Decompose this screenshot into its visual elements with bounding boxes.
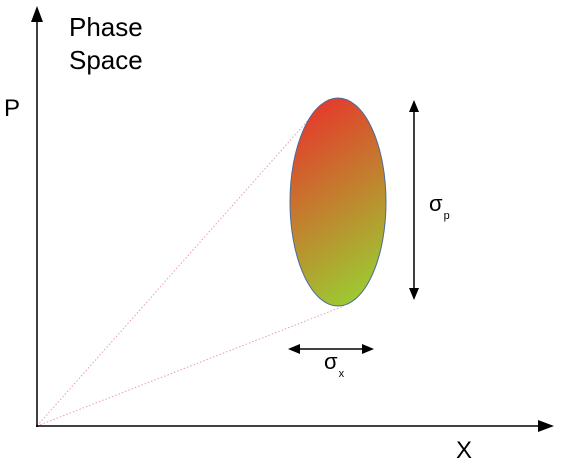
sigma-x-symbol: σ [324,349,338,374]
title-line-2: Space [69,45,143,75]
sigma-p-symbol: σ [429,191,443,216]
sigma-x-arrowhead-left [288,344,300,354]
phase-space-ellipse [289,97,387,307]
x-axis-arrowhead [538,420,554,432]
x-axis-label: X [456,437,473,464]
title-line-1: Phase [69,12,143,42]
sigma-p-arrowhead-bottom [409,288,419,300]
p-axis-label: P [4,95,21,122]
projection-line-lower [36,305,345,427]
sigma-p-arrowhead-top [409,100,419,112]
sigma-x-label: σx [324,349,344,380]
projection-line-upper [36,117,311,427]
sigma-p-label: σp [429,191,450,222]
p-axis-arrowhead [31,6,43,22]
sigma-p-subscript: p [443,210,450,222]
sigma-x-subscript: x [338,368,345,380]
sigma-x-arrowhead-right [362,344,374,354]
